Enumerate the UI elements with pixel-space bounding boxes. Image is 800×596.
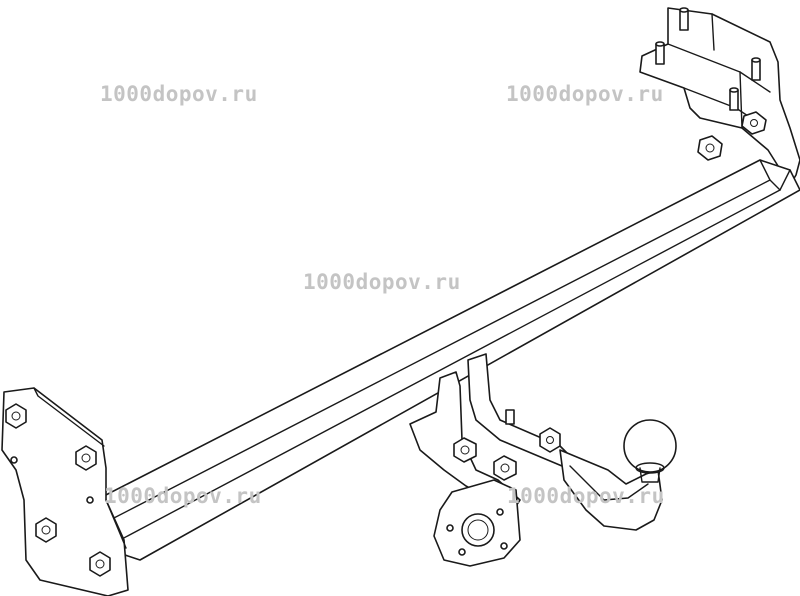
bracket-stud	[655, 41, 665, 65]
plate-nut	[5, 403, 27, 429]
plate-nut	[35, 517, 57, 543]
socket-hole	[461, 513, 495, 547]
bracket-bolt	[453, 437, 477, 463]
bracket-stud	[729, 87, 739, 111]
ball-mount-bracket	[409, 353, 571, 513]
socket-screw-hole	[446, 524, 454, 532]
plate-hole	[86, 496, 94, 504]
socket-screw-hole	[458, 548, 466, 556]
plate-nut	[89, 551, 111, 577]
bracket-bolt	[493, 455, 517, 481]
plate-hole	[10, 456, 18, 464]
bracket-stud	[679, 7, 689, 31]
socket-screw-hole	[496, 508, 504, 516]
bracket-bolt	[539, 427, 561, 453]
bracket-stud	[751, 57, 761, 81]
tow-ball-neck	[559, 449, 663, 531]
socket-plate	[433, 479, 521, 567]
tow-ball	[623, 419, 677, 483]
bracket-nut	[741, 111, 767, 135]
bracket-pin	[505, 409, 515, 425]
right-mounting-bracket	[639, 7, 800, 186]
left-mounting-plate	[1, 387, 129, 596]
bracket-nut	[697, 135, 723, 161]
plate-nut	[75, 445, 97, 471]
socket-screw-hole	[500, 542, 508, 550]
